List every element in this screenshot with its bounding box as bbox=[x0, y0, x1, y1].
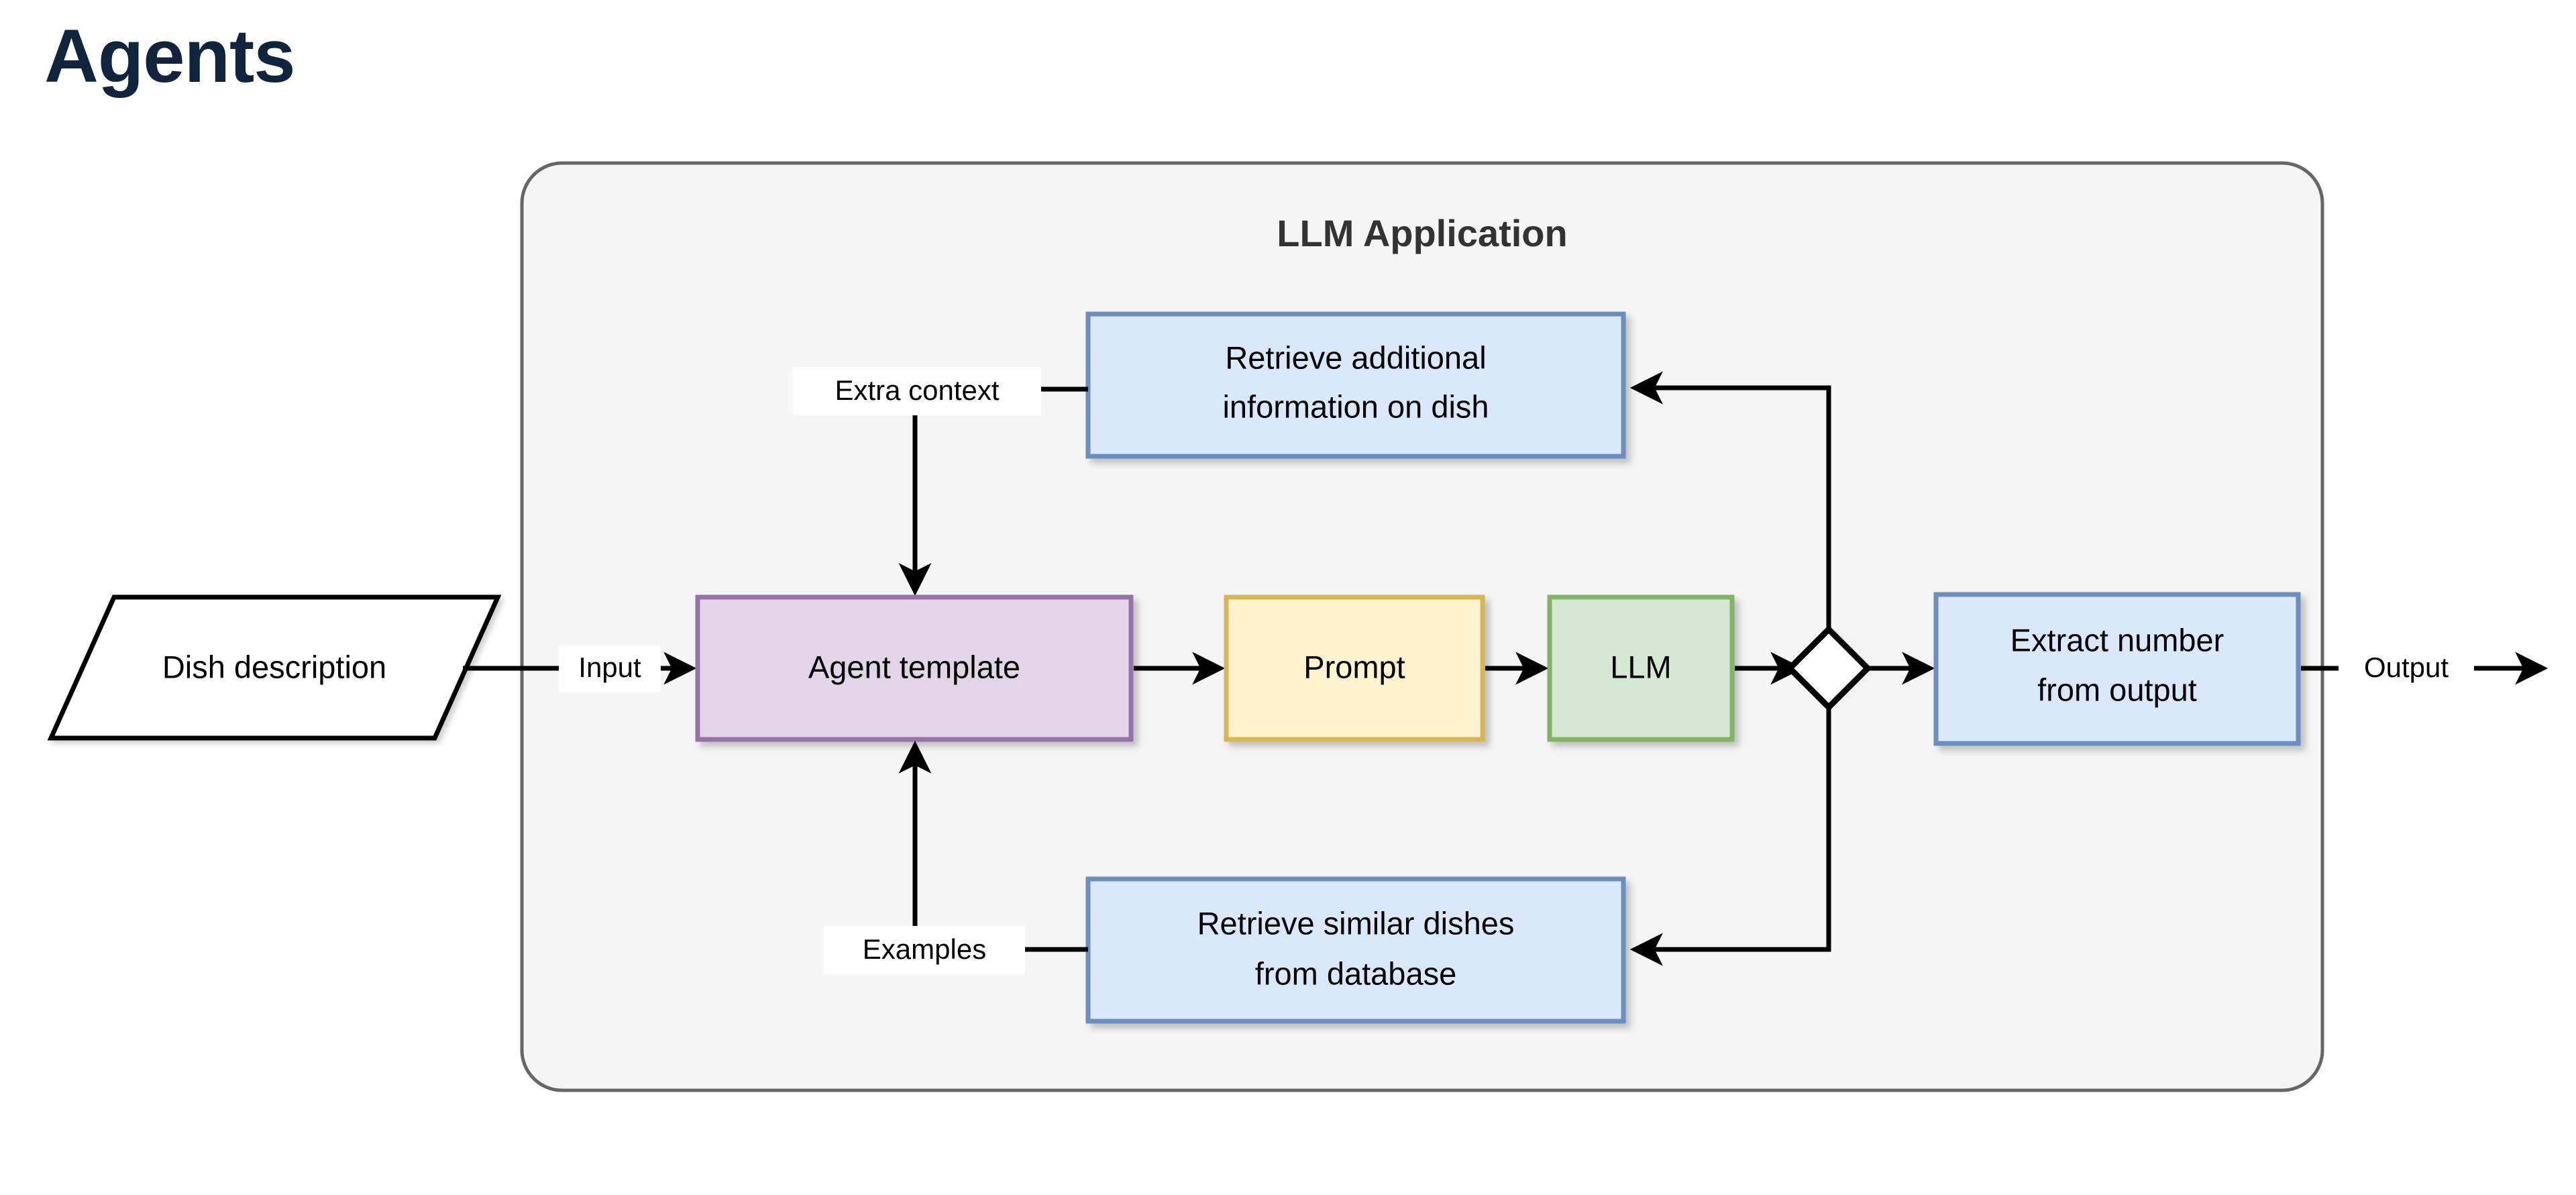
extract-number-box bbox=[1933, 592, 2301, 746]
node-extract-number[interactable]: Extract number from output bbox=[1933, 592, 2301, 746]
node-retrieve-similar-dishes[interactable]: Retrieve similar dishes from database bbox=[1085, 876, 1626, 1024]
prompt-box bbox=[1224, 594, 1485, 742]
edge-decision-to-retrieve-additional bbox=[1629, 371, 1831, 631]
llm-label: LLM bbox=[1610, 649, 1671, 684]
page-title: Agents bbox=[44, 14, 296, 98]
retrieve-additional-information-label-line1: Retrieve additional bbox=[1225, 340, 1486, 375]
dish-description-shape bbox=[47, 594, 502, 741]
extract-number-label-line2: from output bbox=[2037, 672, 2197, 707]
edge-output-label-bg bbox=[2339, 645, 2474, 692]
agent-template-label: Agent template bbox=[808, 649, 1020, 684]
retrieve-similar-dishes-box bbox=[1085, 876, 1626, 1024]
prompt-label: Prompt bbox=[1303, 649, 1405, 684]
node-agent-template[interactable]: Agent template bbox=[695, 594, 1134, 742]
edge-output: Output bbox=[2301, 645, 2548, 692]
edge-decision-bottom-line bbox=[1629, 705, 1831, 966]
node-prompt[interactable]: Prompt bbox=[1224, 594, 1485, 742]
edge-extra-context-label-bg bbox=[793, 367, 1041, 415]
edge-examples-label: Examples bbox=[863, 933, 986, 965]
container-title: LLM Application bbox=[1277, 212, 1567, 254]
retrieve-additional-information-label-line2: information on dish bbox=[1222, 388, 1489, 424]
edge-input: Input bbox=[463, 645, 697, 692]
retrieve-similar-dishes-label-line1: Retrieve similar dishes bbox=[1197, 905, 1515, 941]
node-dish-description[interactable]: Dish description bbox=[47, 594, 502, 741]
edge-input-label: Input bbox=[578, 652, 641, 683]
node-decision-diamond[interactable] bbox=[1785, 625, 1872, 712]
llm-box bbox=[1547, 594, 1735, 742]
retrieve-similar-dishes-label-line2: from database bbox=[1255, 955, 1456, 991]
node-retrieve-additional-information[interactable]: Retrieve additional information on dish bbox=[1085, 311, 1626, 459]
dish-description-label: Dish description bbox=[162, 649, 386, 684]
decision-diamond-shape bbox=[1785, 625, 1872, 712]
edge-output-label: Output bbox=[2364, 652, 2449, 683]
edge-extra-context: Extra context bbox=[793, 367, 1088, 596]
retrieve-additional-information-box bbox=[1085, 311, 1626, 459]
edge-examples-label-bg bbox=[824, 926, 1025, 974]
edge-decision-top-line bbox=[1629, 371, 1831, 631]
node-llm[interactable]: LLM bbox=[1547, 594, 1735, 742]
edge-decision-to-retrieve-similar bbox=[1629, 705, 1831, 966]
edge-examples: Examples bbox=[824, 740, 1088, 974]
edge-extra-context-label: Extra context bbox=[835, 374, 999, 406]
edge-input-label-bg bbox=[559, 645, 661, 692]
extract-number-label-line1: Extract number bbox=[2010, 622, 2224, 658]
agent-template-box bbox=[695, 594, 1134, 742]
